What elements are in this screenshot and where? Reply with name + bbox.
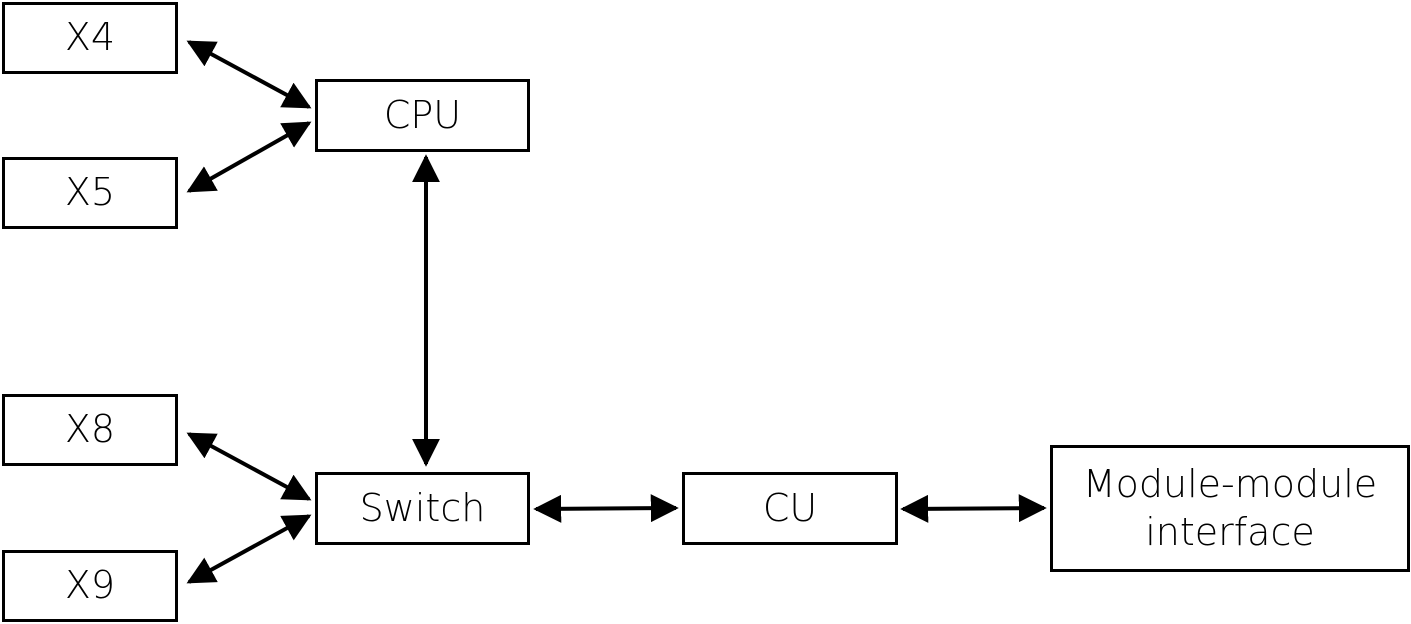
arrow-cu-module-interface <box>900 494 1047 523</box>
node-module-interface-line2: interface <box>1145 509 1315 554</box>
arrow-x5-cpu <box>186 121 312 193</box>
node-cpu: CPU <box>315 79 530 152</box>
node-cu-label: CU <box>762 485 818 530</box>
node-x9-label: X9 <box>64 563 116 608</box>
node-module-interface-line1: Module-module <box>1082 462 1378 506</box>
arrow-x4-cpu <box>186 40 312 109</box>
node-x8: X8 <box>2 394 178 466</box>
node-x9: X9 <box>2 550 178 622</box>
node-cu: CU <box>682 472 898 545</box>
node-module-interface: Module-module interface <box>1050 445 1410 572</box>
node-x4-label: X4 <box>64 15 116 60</box>
node-switch: Switch <box>315 472 530 545</box>
node-switch-label: Switch <box>359 485 486 530</box>
node-cpu-label: CPU <box>383 92 462 137</box>
arrow-switch-cu <box>533 494 679 523</box>
arrow-x8-switch <box>186 432 312 501</box>
node-x8-label: X8 <box>64 407 116 452</box>
arrow-x9-switch <box>186 514 312 584</box>
node-x5-label: X5 <box>64 170 116 215</box>
node-x5: X5 <box>2 157 178 229</box>
node-x4: X4 <box>2 2 178 74</box>
